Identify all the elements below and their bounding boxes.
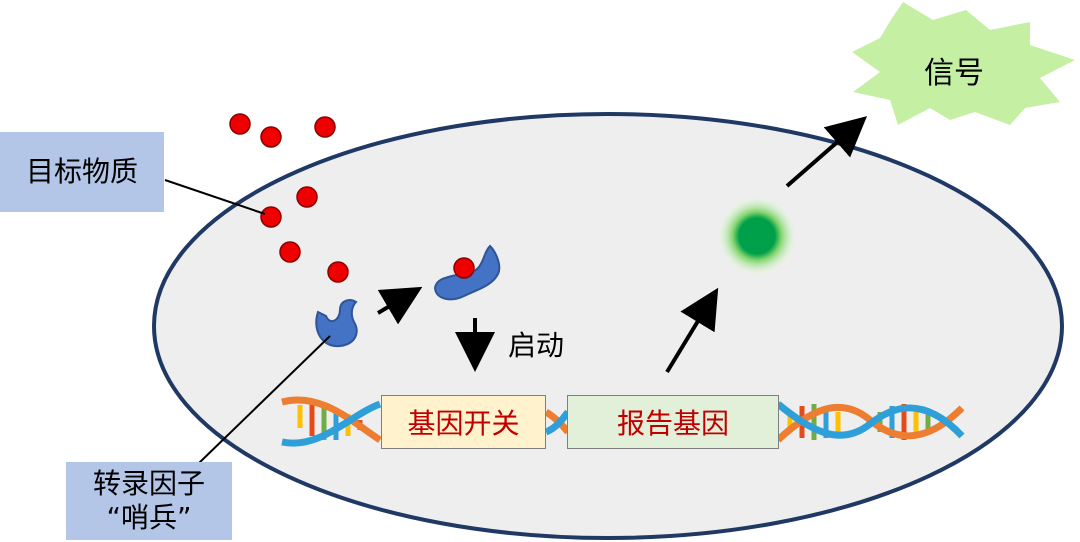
molecule xyxy=(314,116,336,138)
molecule xyxy=(260,206,282,228)
signal-arrow xyxy=(785,116,868,188)
reporter-gene-box: 报告基因 xyxy=(567,395,779,449)
transcription-factor-protein xyxy=(315,299,358,348)
gene-switch-text: 基因开关 xyxy=(407,407,520,440)
bound-transcription-factor xyxy=(433,244,501,301)
pointer-line-target xyxy=(164,179,266,215)
fluorescent-product xyxy=(717,196,797,276)
molecule xyxy=(296,186,318,208)
molecule xyxy=(229,113,251,135)
expression-arrow xyxy=(665,287,719,374)
cell xyxy=(152,112,1064,540)
bound-molecule xyxy=(453,257,475,279)
molecule xyxy=(279,241,301,263)
target-substance-text: 目标物质 xyxy=(25,155,138,188)
gene-switch-box: 基因开关 xyxy=(381,395,546,449)
activate-label: 启动 xyxy=(508,329,565,362)
molecule xyxy=(260,126,282,148)
reporter-gene-text: 报告基因 xyxy=(616,407,729,440)
binding-arrow xyxy=(376,286,423,325)
transcription-factor-text: 转录因子 xyxy=(92,467,205,500)
transcription-factor-label: 转录因子 “哨兵” xyxy=(66,462,232,540)
target-substance-label: 目标物质 xyxy=(0,132,164,212)
pointer-line-tf xyxy=(197,335,331,465)
signal-label: 信号 xyxy=(924,56,984,91)
signal-burst xyxy=(852,2,1075,125)
molecule xyxy=(327,261,349,283)
dna-helix xyxy=(281,396,965,447)
target-molecules xyxy=(229,113,349,283)
sentinel-text: “哨兵” xyxy=(106,501,192,534)
